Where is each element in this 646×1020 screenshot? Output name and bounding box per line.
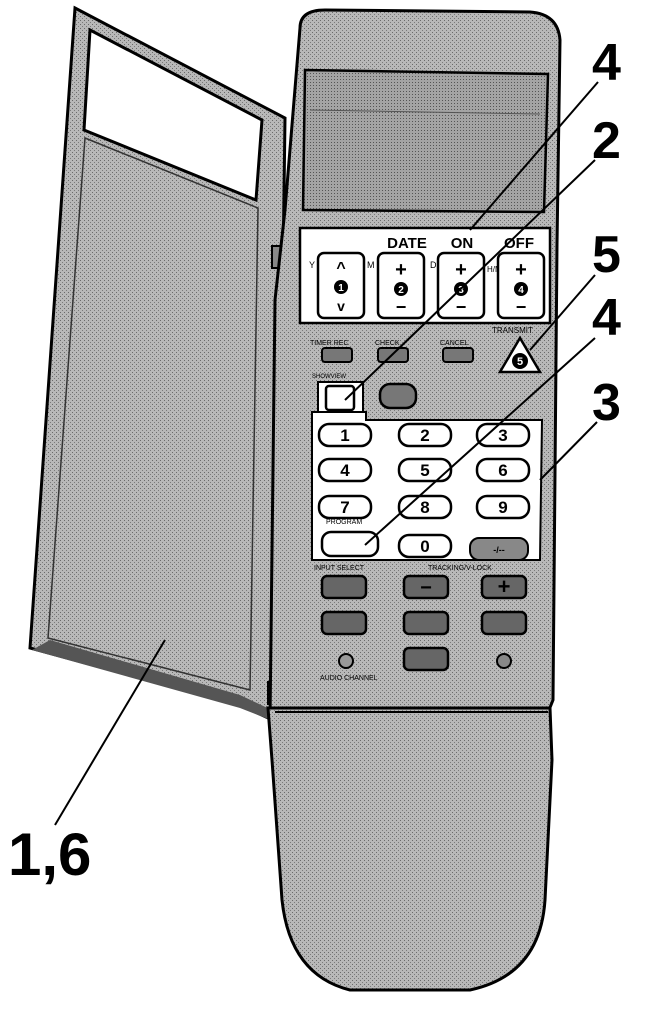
svg-text:4: 4 bbox=[518, 285, 524, 296]
dash-label: -/-- bbox=[493, 545, 505, 555]
program-button[interactable] bbox=[320, 530, 380, 558]
leader-line-3 bbox=[539, 421, 598, 481]
svg-text:5: 5 bbox=[517, 356, 523, 368]
plus-icon: + bbox=[498, 574, 511, 599]
keypad-key-3[interactable]: 3 bbox=[475, 422, 531, 448]
m-label: M bbox=[367, 260, 375, 270]
keypad-key-label: 4 bbox=[340, 461, 350, 480]
hm-label: H/M bbox=[487, 265, 502, 274]
keypad-key-0[interactable]: 0 bbox=[397, 533, 453, 559]
indicator-light-icon bbox=[496, 653, 512, 669]
function-button-2[interactable] bbox=[402, 610, 450, 636]
keypad-key-7[interactable]: 7 bbox=[317, 494, 373, 520]
display-window bbox=[301, 68, 550, 214]
callout-1-6: 1,6 bbox=[8, 821, 91, 888]
timer-rec-label: TIMER REC bbox=[310, 340, 349, 347]
minus-icon: − bbox=[456, 297, 467, 317]
keypad-key-label: 2 bbox=[420, 426, 429, 445]
date-label: DATE bbox=[387, 235, 427, 252]
timer-controls-row: TIMER REC CHECK CANCEL TRANSMIT 5 bbox=[310, 326, 543, 374]
transmit-label: TRANSMIT bbox=[492, 326, 533, 335]
up-arrow-icon: ^ bbox=[336, 260, 345, 277]
keypad-key-label: 0 bbox=[420, 537, 429, 556]
function-button-1[interactable] bbox=[320, 610, 368, 636]
oval-button[interactable] bbox=[378, 382, 418, 410]
rocker-button-3[interactable]: + 3 − bbox=[436, 251, 486, 320]
rocker-button-2[interactable]: + 2 − bbox=[376, 251, 426, 320]
step-2-marker bbox=[394, 282, 408, 296]
cancel-label: CANCEL bbox=[440, 340, 469, 347]
cancel-button[interactable] bbox=[442, 347, 474, 363]
rocker-button-4[interactable]: + 4 − bbox=[496, 251, 546, 320]
svg-text:2: 2 bbox=[398, 285, 404, 296]
showview-label: SHOWVIEW bbox=[312, 374, 346, 380]
callout-5: 5 bbox=[592, 226, 621, 284]
minus-icon: − bbox=[420, 577, 432, 599]
plus-icon: + bbox=[395, 259, 407, 281]
function-button-3[interactable] bbox=[480, 610, 528, 636]
tracking-lock-label: TRACKING/V-LOCK bbox=[428, 565, 492, 572]
keypad-key-label: 8 bbox=[420, 498, 429, 517]
keypad-key-label: 9 bbox=[498, 498, 507, 517]
minus-icon: − bbox=[516, 297, 527, 317]
tracking-plus-button[interactable] bbox=[480, 574, 528, 600]
keypad-area bbox=[311, 411, 544, 561]
svg-text:3: 3 bbox=[458, 285, 464, 296]
plus-icon: + bbox=[455, 259, 467, 281]
callouts: 4 2 5 4 3 1,6 bbox=[8, 34, 621, 888]
keypad-key-label: 3 bbox=[498, 426, 507, 445]
check-label: CHECK bbox=[375, 340, 400, 347]
y-label: Y bbox=[309, 260, 315, 270]
keypad-key-4[interactable]: 4 bbox=[317, 457, 373, 483]
keypad-key-5[interactable]: 5 bbox=[397, 457, 453, 483]
rocker-button-1[interactable]: ^ 1 v bbox=[316, 251, 366, 320]
keypad-key-6[interactable]: 6 bbox=[475, 457, 531, 483]
minus-icon: − bbox=[396, 297, 407, 317]
leader-line-2 bbox=[344, 159, 596, 401]
keypad-key-label: 6 bbox=[498, 461, 507, 480]
keypad-key-label: 5 bbox=[420, 461, 429, 480]
step-4-marker bbox=[514, 282, 528, 296]
keypad-key-2[interactable]: 2 bbox=[397, 422, 453, 448]
plus-icon: + bbox=[515, 259, 527, 281]
callout-2: 2 bbox=[592, 112, 621, 170]
down-arrow-icon: v bbox=[337, 298, 345, 314]
step-5-marker bbox=[512, 353, 528, 369]
transmit-button[interactable]: 5 bbox=[497, 335, 543, 374]
leader-line-5 bbox=[529, 274, 596, 351]
dash-button[interactable] bbox=[469, 537, 529, 561]
lower-controls: INPUT SELECT TRACKING/V-LOCK − + AUDIO C… bbox=[314, 565, 528, 682]
audio-channel-label: AUDIO CHANNEL bbox=[320, 675, 378, 682]
keypad-key-1[interactable]: 1 bbox=[317, 422, 373, 448]
step-1-marker bbox=[334, 280, 348, 294]
function-button-4[interactable] bbox=[402, 646, 450, 672]
audio-indicator-icon bbox=[338, 653, 354, 669]
timer-rec-button[interactable] bbox=[321, 347, 353, 363]
lower-cover bbox=[266, 706, 554, 992]
cover-window bbox=[82, 27, 264, 203]
leader-line-4-top bbox=[469, 81, 599, 231]
leader-line-4-mid bbox=[364, 337, 596, 546]
program-label: PROGRAM bbox=[326, 519, 362, 526]
input-select-label: INPUT SELECT bbox=[314, 565, 365, 572]
svg-text:1: 1 bbox=[338, 283, 344, 294]
timer-panel: DATE ON OFF Y M D H/M ^ 1 v + 2 − + 3 − bbox=[298, 226, 552, 325]
leader-line-1-6 bbox=[54, 639, 166, 826]
keypad-key-9[interactable]: 9 bbox=[475, 494, 531, 520]
d-label: D bbox=[430, 260, 437, 270]
showview-button[interactable] bbox=[324, 384, 356, 412]
numeric-keypad: 1 2 3 4 5 6 7 8 9 0 bbox=[317, 422, 531, 559]
keypad-key-label: 7 bbox=[340, 498, 349, 517]
input-select-button[interactable] bbox=[320, 574, 368, 600]
flip-cover bbox=[28, 5, 295, 725]
callout-4-mid: 4 bbox=[592, 289, 621, 347]
tracking-minus-button[interactable] bbox=[402, 574, 450, 600]
showview-area: SHOWVIEW bbox=[312, 374, 418, 417]
program-area: PROGRAM -/-- bbox=[320, 519, 529, 561]
on-label: ON bbox=[451, 235, 474, 252]
keypad-key-label: 1 bbox=[340, 426, 349, 445]
